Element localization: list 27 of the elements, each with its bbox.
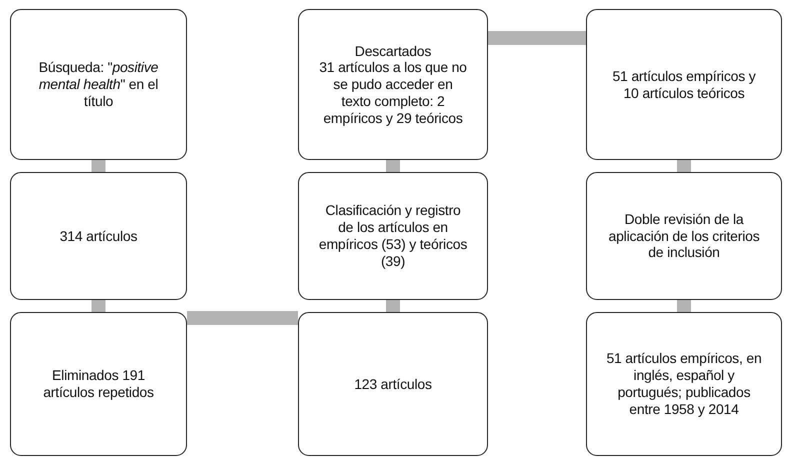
box-text: Búsqueda: "positive mental health" en el título <box>38 59 160 110</box>
box-text: Clasificación y registro de los artículos en empíricos (53) y teóricos (39) <box>318 202 468 270</box>
process-box <box>586 312 782 456</box>
connector-bar <box>677 160 691 172</box>
box-text: Descartados <box>354 42 432 60</box>
process-box <box>586 172 782 300</box>
process-box <box>586 9 782 160</box>
process-box <box>298 9 488 160</box>
connector-bar <box>677 300 691 312</box>
process-box <box>298 172 488 300</box>
box-text: 314 artículos <box>60 228 138 244</box>
process-box <box>298 312 488 456</box>
process-box <box>10 312 187 456</box>
box-text: 123 artículos <box>354 376 432 392</box>
box-text: Doble revisión de la aplicación de los criterios de inclusión <box>607 210 760 262</box>
connector-bar <box>187 311 298 325</box>
process-box <box>10 172 187 300</box>
connector-bar <box>488 31 586 45</box>
connector-bar <box>386 160 400 172</box>
process-box <box>10 9 187 160</box>
connector-bar <box>92 300 106 312</box>
box-text: 51 artículos empíricos y 10 artículos teóricos <box>611 68 757 102</box>
box-text: 51 artículos empíricos, en inglés, español y portugués; publicados entre 1958 y 2014 <box>605 350 763 418</box>
connector-bar <box>92 160 106 172</box>
box-text: 31 artículos a los que no se pudo acceder en texto completo: 2 empíricos y 29 teóricos <box>318 59 468 126</box>
box-text: Eliminados 191 artículos repetidos <box>42 367 155 401</box>
connector-bar <box>386 300 400 312</box>
